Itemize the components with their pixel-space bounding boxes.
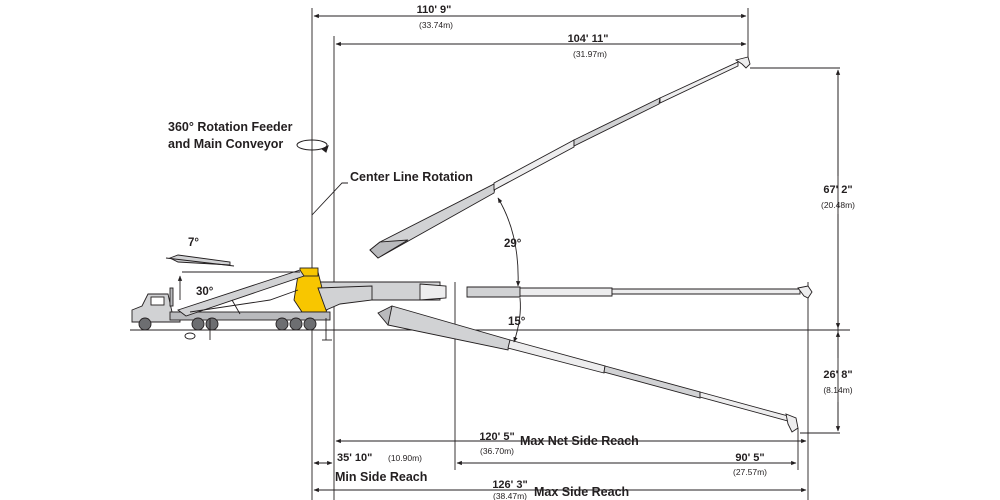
- lower-reach-imperial: 90' 5": [735, 452, 764, 464]
- depth-below-imperial: 26' 8": [823, 369, 852, 381]
- max-side-reach-imperial: 126' 3": [492, 479, 527, 491]
- upper-boom-head: [734, 56, 751, 69]
- middle-boom-head: [797, 285, 813, 299]
- rotation-icon: [296, 139, 329, 153]
- middle-boom-section-1: [466, 286, 521, 298]
- depth-below-metric: (8.14m): [823, 385, 852, 395]
- center-line-leader: [311, 182, 348, 216]
- upper-boom-section-3: [573, 97, 661, 147]
- lower-boom-section-1: [387, 305, 511, 351]
- dimension-lines: [130, 8, 850, 500]
- lower-reach-metric: (27.57m): [733, 467, 767, 477]
- truck-wheel: [191, 317, 205, 331]
- tower-boom-head: [419, 283, 447, 301]
- center-line-rotation-label: Center Line Rotation: [350, 170, 473, 184]
- tower-boom-root: [317, 285, 373, 311]
- min-reach-imperial: 35' 10": [337, 452, 372, 464]
- hopper-wheel: [184, 332, 196, 340]
- max-net-side-reach-label: Max Net Side Reach: [520, 434, 639, 448]
- feeder-incline-angle: 7°: [188, 237, 199, 249]
- rotation-arrow-icon: [321, 145, 329, 153]
- rotation-feeder-label-line2: and Main Conveyor: [168, 137, 283, 151]
- truck-window: [150, 296, 165, 306]
- truck-wheel: [205, 317, 219, 331]
- angle-arcs: [497, 197, 521, 343]
- middle-boom-section-3: [611, 288, 801, 295]
- feeder-incline-baseline: [165, 257, 235, 267]
- lower-boom-angle: 15°: [508, 316, 526, 328]
- height-above-imperial: 67' 2": [823, 184, 852, 196]
- overall-top-metric: (33.74m): [419, 20, 453, 30]
- min-reach-metric: (10.90m): [388, 453, 422, 463]
- feeder-incline-belt: [168, 254, 231, 266]
- lower-boom-section-2: [507, 339, 606, 374]
- min-side-reach-label: Min Side Reach: [335, 470, 427, 484]
- truck-wheel: [303, 317, 317, 331]
- truck-wheel: [289, 317, 303, 331]
- feeder-strut: [231, 299, 241, 315]
- lower-boom-head: [785, 413, 799, 433]
- upper-angle-arc: [497, 197, 521, 287]
- feeder-support: [189, 289, 299, 313]
- max-side-reach-metric: (38.47m): [493, 491, 527, 500]
- lower-angle-arc: [513, 297, 521, 343]
- truck-wheel: [138, 317, 152, 331]
- upper-boom-tail: [369, 239, 409, 259]
- truck-exhaust: [169, 287, 174, 307]
- lower-boom-section-4: [699, 391, 789, 422]
- upper-boom-section-2: [493, 139, 575, 191]
- middle-boom: [319, 281, 813, 301]
- max-net-reach-metric: (36.70m): [480, 446, 514, 456]
- height-above-metric: (20.48m): [821, 200, 855, 210]
- boom-top-metric: (31.97m): [573, 49, 607, 59]
- rotation-ellipse: [296, 139, 328, 151]
- lower-boom: [377, 305, 799, 433]
- middle-boom-section-2: [519, 287, 613, 297]
- lower-boom-section-3: [603, 365, 701, 399]
- truck-wheel: [275, 317, 289, 331]
- upper-boom-section-4: [659, 61, 739, 104]
- truck-frame: [169, 311, 331, 321]
- truck: [131, 269, 332, 341]
- rotation-tower: [293, 267, 373, 313]
- feeder-lift-angle: 30°: [196, 286, 214, 298]
- upper-boom: [369, 56, 751, 259]
- upper-boom-angle: 29°: [504, 238, 522, 250]
- rotation-feeder-label-line1: 360° Rotation Feeder: [168, 120, 293, 134]
- feeder-incline-detail: [165, 254, 300, 300]
- max-net-reach-imperial: 120' 5": [479, 431, 514, 443]
- overall-top-imperial: 110' 9": [417, 4, 452, 16]
- max-side-reach-label: Max Side Reach: [534, 485, 629, 499]
- feeder-conveyor: [177, 269, 305, 317]
- boom-top-imperial: 104' 11": [568, 33, 609, 45]
